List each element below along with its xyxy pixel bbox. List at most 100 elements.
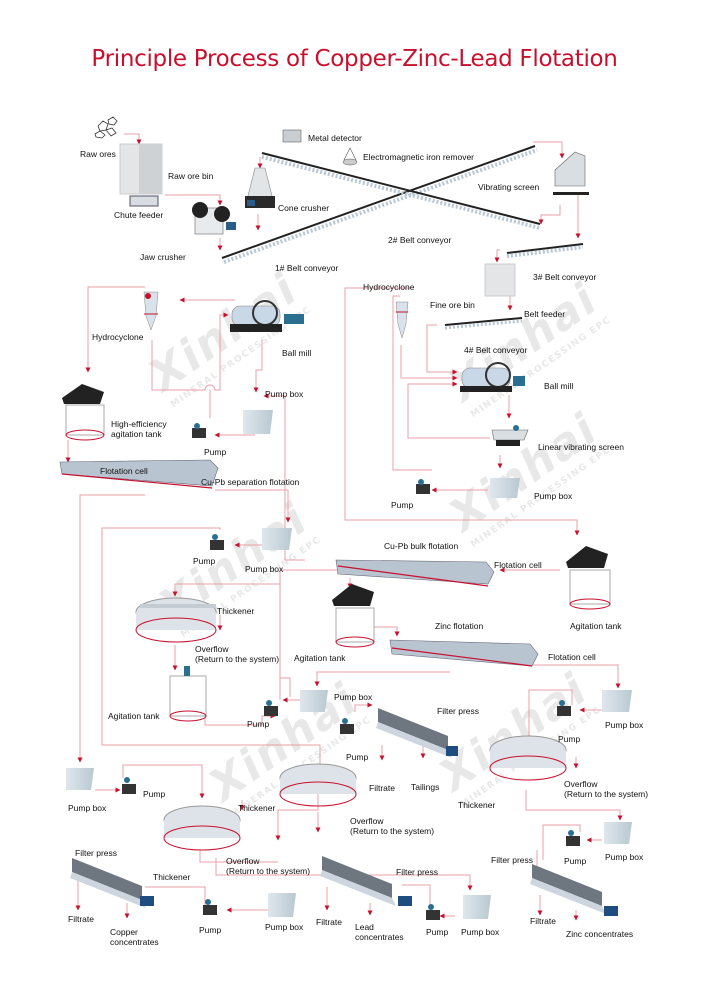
label-jaw-crusher: Jaw crusher bbox=[140, 252, 186, 262]
pump-zinc-1-icon bbox=[557, 700, 571, 716]
label-belt-conveyor-2: 2# Belt conveyor bbox=[388, 235, 452, 245]
label-pump-box-cu: Pump box bbox=[68, 803, 107, 813]
label-thickener-zinc: Thickener bbox=[458, 800, 496, 810]
label-pump-box-zinc-1: Pump box bbox=[605, 720, 644, 730]
label-belt-conveyor-4: 4# Belt conveyor bbox=[464, 345, 528, 355]
label-belt-conveyor-1: 1# Belt conveyor bbox=[275, 263, 339, 273]
label-copper-concentrates: Copper concentrates bbox=[110, 927, 159, 947]
pump-box-cu-2-icon bbox=[268, 893, 296, 917]
flotation-cell-2-icon bbox=[335, 559, 495, 587]
flow-line bbox=[165, 194, 223, 206]
pump-box-left-1-icon bbox=[243, 410, 273, 434]
label-ball-mill-left: Ball mill bbox=[282, 348, 312, 358]
flow-line bbox=[407, 381, 490, 439]
flow-line bbox=[284, 400, 305, 561]
linear-vibrating-screen-icon bbox=[491, 425, 529, 446]
label-tailings: Tailings bbox=[411, 782, 440, 792]
flow-line bbox=[280, 677, 291, 697]
pump-2-icon bbox=[210, 534, 224, 550]
label-pump-box-cu-2: Pump box bbox=[265, 922, 304, 932]
pump-box-zinc-1-icon bbox=[602, 690, 632, 712]
flow-line bbox=[354, 702, 373, 712]
label-thickener-cu: Thickener bbox=[238, 803, 276, 813]
flow-line bbox=[263, 393, 286, 400]
flow-line bbox=[122, 764, 205, 799]
label-zinc-flotation: Zinc flotation bbox=[435, 621, 484, 631]
flow-line bbox=[151, 312, 229, 391]
ball-mill-right-icon bbox=[460, 362, 525, 392]
raw-ore-bin-icon bbox=[119, 143, 163, 195]
label-pump-box-zn-2: Pump box bbox=[605, 852, 644, 862]
thickener-zinc-icon bbox=[489, 735, 567, 781]
label-ball-mill-right: Ball mill bbox=[544, 381, 574, 391]
label-pump-zn-2: Pump bbox=[564, 856, 587, 866]
label-metal-detector: Metal detector bbox=[308, 133, 362, 143]
label-em-iron-remover: Electromagnetic iron remover bbox=[363, 152, 475, 162]
flow-line bbox=[533, 141, 565, 159]
label-pump-cu: Pump bbox=[143, 789, 166, 799]
flotation-cell-1-icon bbox=[59, 459, 219, 489]
flow-line bbox=[392, 295, 432, 471]
chute-feeder-icon bbox=[129, 195, 159, 207]
flow-lines bbox=[65, 133, 623, 921]
label-pump-pb: Pump bbox=[426, 927, 449, 937]
flow-line bbox=[145, 886, 206, 905]
label-pump-4: Pump bbox=[346, 752, 369, 762]
label-fine-ore-bin: Fine ore bin bbox=[430, 300, 475, 310]
label-raw-ores: Raw ores bbox=[80, 149, 116, 159]
label-filter-press-cu: Filter press bbox=[75, 848, 118, 858]
label-agitation-tank-right: Agitation tank bbox=[570, 621, 622, 631]
label-pump-cu-2: Pump bbox=[199, 925, 222, 935]
belt-conveyor-1-icon bbox=[221, 145, 538, 264]
flow-line bbox=[525, 790, 623, 821]
label-belt-conveyor-3: 3# Belt conveyor bbox=[533, 272, 597, 282]
pump-box-cu-icon bbox=[66, 768, 94, 790]
label-cu-pb-bulk: Cu-Pb bulk flotation bbox=[384, 541, 459, 551]
label-thickener-cu-2: Thickener bbox=[153, 872, 191, 882]
belt-feeder-icon bbox=[444, 317, 523, 330]
label-pump-box-2: Pump box bbox=[245, 564, 284, 574]
filter-press-pb-icon bbox=[320, 856, 412, 906]
label-pump-left-1: Pump bbox=[204, 447, 227, 457]
label-pump-2: Pump bbox=[193, 556, 216, 566]
hydrocyclone-right-icon bbox=[395, 301, 409, 339]
label-overflow-1: Overflow (Return to the system) bbox=[195, 644, 280, 664]
label-lead-concentrates: Lead concentrates bbox=[355, 922, 404, 942]
vibrating-screen-icon bbox=[553, 151, 589, 195]
label-agitation-tank-left: Agitation tank bbox=[108, 711, 160, 721]
flow-line bbox=[538, 205, 561, 225]
flow-line bbox=[494, 249, 500, 263]
label-raw-ore-bin: Raw ore bin bbox=[168, 171, 214, 181]
belt-conveyor-2-icon bbox=[261, 152, 541, 230]
label-filter-press-zn: Filter press bbox=[491, 855, 534, 865]
thickener-1-icon bbox=[135, 597, 217, 643]
hydrocyclone-left-icon bbox=[143, 291, 159, 331]
label-agitation-tank-mid: Agitation tank bbox=[294, 653, 346, 663]
label-pump-box-3: Pump box bbox=[334, 692, 373, 702]
label-pump-right-1: Pump bbox=[391, 500, 414, 510]
pump-box-3-icon bbox=[300, 690, 328, 712]
flow-line bbox=[215, 489, 291, 523]
label-filter-press-tailings: Filter press bbox=[437, 706, 480, 716]
pump-3-icon bbox=[264, 700, 278, 716]
flow-line bbox=[275, 790, 319, 841]
label-flotation-cell-1: Flotation cell bbox=[100, 466, 148, 476]
agitation-tank-mid-icon bbox=[332, 584, 375, 648]
flotation-cell-3-icon bbox=[389, 639, 539, 667]
flow-line bbox=[124, 133, 142, 145]
label-vibrating-screen: Vibrating screen bbox=[478, 182, 540, 192]
ball-mill-left-icon bbox=[230, 300, 304, 332]
label-flotation-cell-2: Flotation cell bbox=[494, 560, 542, 570]
label-pump-box-left-1: Pump box bbox=[265, 389, 304, 399]
flow-line bbox=[199, 850, 278, 863]
agitation-tank-right-icon bbox=[566, 546, 611, 610]
pump-4-icon bbox=[340, 718, 354, 734]
label-filtrate-zn: Filtrate bbox=[530, 916, 556, 926]
pump-box-pb-icon bbox=[463, 895, 491, 919]
raw-ores-icon bbox=[94, 116, 118, 139]
agitation-tank-left-icon bbox=[169, 666, 207, 722]
flow-line bbox=[400, 345, 458, 381]
iron-remover-icon bbox=[342, 147, 358, 166]
flow-line bbox=[526, 689, 573, 741]
